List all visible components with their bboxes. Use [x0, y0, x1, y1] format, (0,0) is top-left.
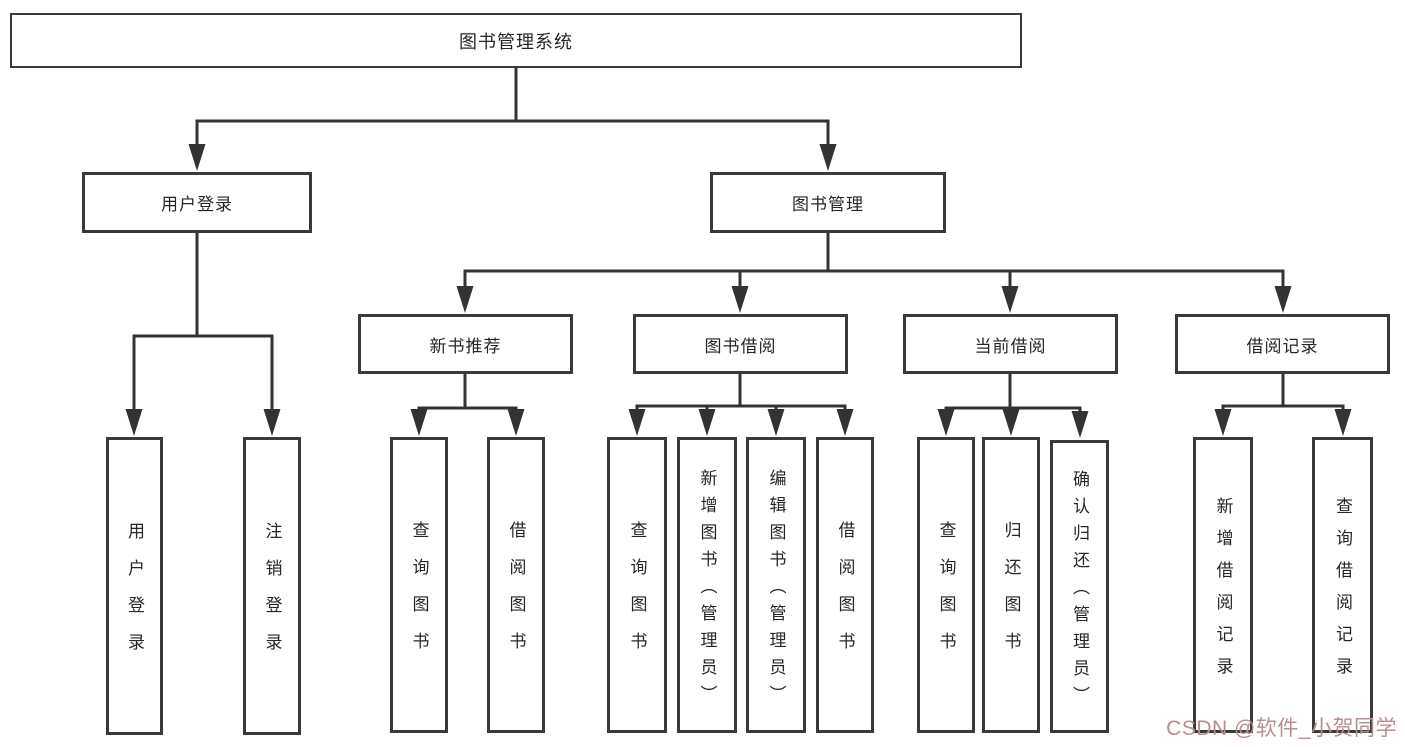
node-label: 借阅图书 [835, 521, 855, 669]
node-borrow-books-1: 借阅图书 [487, 437, 545, 733]
node-label: 借阅记录 [1246, 336, 1319, 356]
node-confirm-return-admin: 确认归还（管理员） [1050, 440, 1109, 733]
node-label: 图书借阅 [704, 336, 777, 356]
node-label: 查询图书 [936, 521, 956, 669]
node-query-books-2: 查询图书 [607, 437, 667, 733]
node-label: 当前借阅 [974, 336, 1047, 356]
node-add-borrow-record: 新增借阅记录 [1193, 437, 1253, 733]
node-add-book-admin: 新增图书（管理员） [677, 437, 737, 733]
node-query-books-1: 查询图书 [390, 437, 448, 733]
node-borrow-books-2: 借阅图书 [816, 437, 874, 733]
node-label: 用户登录 [161, 195, 233, 214]
node-label: 注销登录 [262, 522, 282, 670]
node-query-borrow-record: 查询借阅记录 [1312, 437, 1373, 733]
node-label: 图书管理 [792, 195, 864, 214]
node-label: 确认归还（管理员） [1070, 470, 1089, 713]
node-new-book-recommend: 新书推荐 [358, 314, 573, 374]
node-logout-leaf: 注销登录 [243, 437, 301, 735]
node-label: 用户登录 [125, 522, 144, 670]
node-label: 新增借阅记录 [1213, 496, 1233, 689]
node-current-borrow: 当前借阅 [903, 314, 1118, 374]
node-label: 借阅图书 [506, 521, 526, 669]
node-query-books-3: 查询图书 [917, 437, 975, 733]
node-edit-book-admin: 编辑图书（管理员） [746, 437, 806, 733]
node-book-borrow: 图书借阅 [633, 314, 848, 374]
node-label: 查询借阅记录 [1333, 496, 1352, 689]
node-return-books: 归还图书 [982, 437, 1040, 733]
watermark: CSDN @软件_小贺同学 [1166, 717, 1397, 740]
node-label: 编辑图书（管理员） [766, 468, 786, 712]
node-label: 归还图书 [1001, 521, 1021, 669]
node-label: 图书管理系统 [459, 31, 573, 52]
node-user-login: 用户登录 [82, 172, 312, 233]
node-borrow-records: 借阅记录 [1175, 314, 1390, 374]
node-label: 新书推荐 [429, 336, 502, 356]
node-user-login-leaf: 用户登录 [106, 437, 163, 735]
node-book-management: 图书管理 [710, 172, 946, 233]
node-library-system: 图书管理系统 [10, 13, 1022, 68]
node-label: 新增图书（管理员） [697, 468, 717, 712]
node-label: 查询图书 [409, 521, 429, 669]
node-label: 查询图书 [627, 521, 647, 669]
